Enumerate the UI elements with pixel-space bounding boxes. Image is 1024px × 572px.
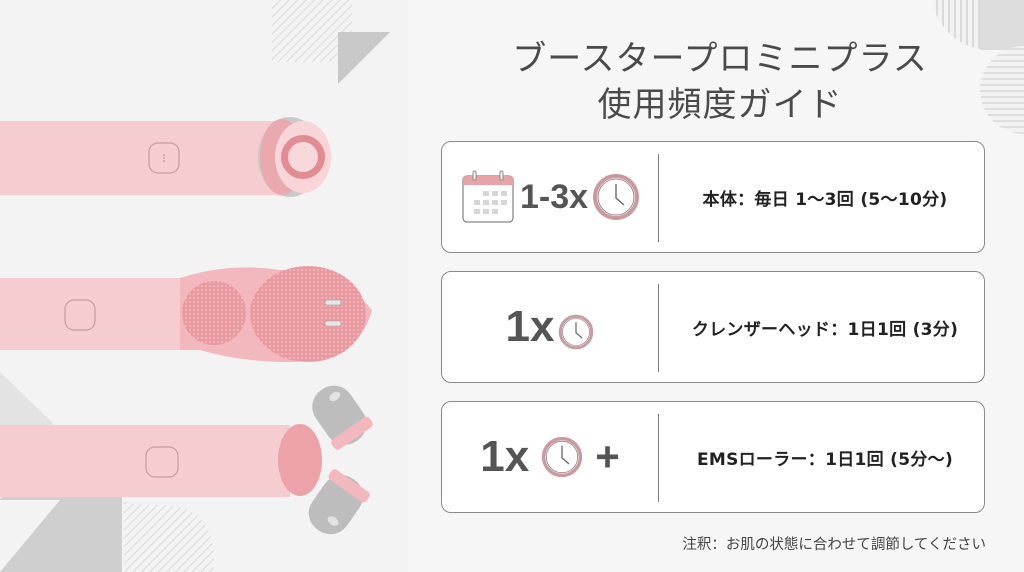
usage-card-cleanser: 1x クレンザーヘッド：1日1回 (3分): [441, 271, 985, 383]
usage-card-body: 1-3x 本体：毎日 1〜3回 (5〜10分): [441, 141, 985, 253]
device-illustration: [0, 0, 390, 572]
title-line-product: ブースタープロミニプラス: [512, 39, 928, 79]
clock-icon: [593, 174, 640, 220]
calendar-icon: [462, 170, 514, 223]
page-title: ブースタープロミニプラス 使用頻度ガイド: [440, 36, 1000, 128]
usage-description: 本体：毎日 1〜3回 (5〜10分): [702, 189, 948, 210]
frequency-label: 1-3x: [519, 177, 589, 216]
title-line-guide: 使用頻度ガイド: [597, 85, 843, 125]
device-body-illustration: [0, 117, 331, 197]
frequency-visual: 1x: [442, 272, 658, 382]
usage-description: EMSローラー：1日1回 (5分〜): [696, 449, 954, 470]
card-divider: [658, 154, 659, 242]
frequency-label: 1x: [480, 432, 530, 481]
frequency-label: 1x: [505, 302, 555, 351]
card-divider: [658, 284, 659, 372]
frequency-visual: 1-3x: [442, 142, 658, 252]
usage-card-ems-roller: 1x + EMSローラー：1日1回 (5分〜): [441, 401, 985, 513]
footnote: 注釈：お肌の状態に合わせて調節してください: [682, 537, 986, 553]
clock-icon: [542, 436, 583, 478]
card-divider: [658, 414, 659, 502]
frequency-visual: 1x +: [442, 402, 658, 512]
device-cleanser-illustration: [0, 266, 372, 362]
decor-corner-circles-icon: [934, 0, 1024, 134]
plus-icon: +: [595, 433, 620, 480]
decor-triangle-icon: [338, 32, 390, 84]
clock-icon: [559, 314, 594, 350]
usage-description: クレンザーヘッド：1日1回 (3分): [691, 319, 959, 340]
device-ems-roller-illustration: [0, 385, 373, 535]
